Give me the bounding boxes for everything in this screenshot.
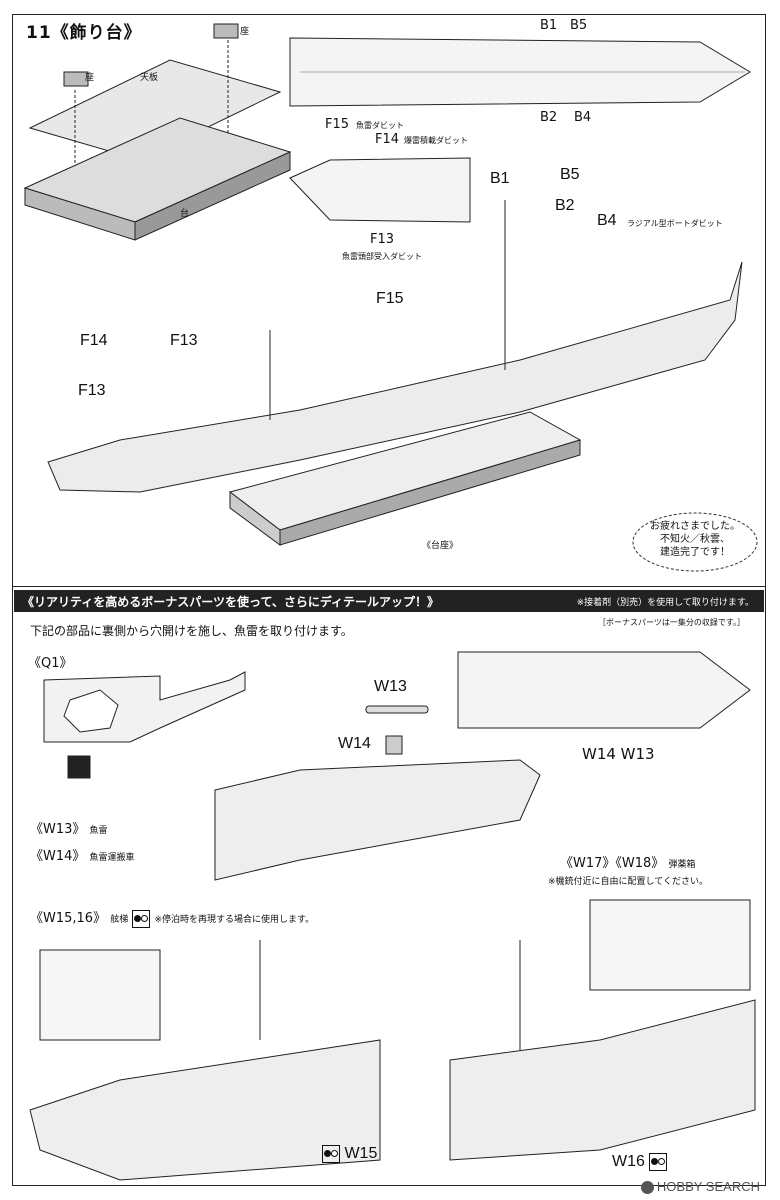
ship-plan-stern xyxy=(289,157,471,223)
w13-desc: 魚雷 xyxy=(89,826,108,836)
drill-symbol xyxy=(67,755,91,779)
w17-18-title-text: 《W17》《W18》 xyxy=(560,856,665,871)
both-sides-symbol xyxy=(132,909,151,928)
label-f14-side: F14 xyxy=(80,332,108,349)
seat-left xyxy=(63,71,89,87)
seat-label: 座 xyxy=(85,73,95,83)
watermark-text: HOBBY SEARCH xyxy=(656,1178,760,1194)
label-b1-side: B1 xyxy=(490,170,510,187)
label-f15-desc: 魚雷ダビット xyxy=(356,121,404,130)
q1-title: 《Q1》 xyxy=(28,656,73,671)
both-sides-symbol-w16 xyxy=(649,1153,668,1171)
label-b4-desc: ラジアル型ボートダビット xyxy=(627,219,723,228)
w13-title: 《W13》 魚雷 xyxy=(30,818,108,837)
w16-label: W16 xyxy=(612,1153,668,1171)
w14-title: 《W14》 魚雷運搬車 xyxy=(30,845,135,864)
pedestal-label: 《台座》 xyxy=(422,541,459,551)
bubble-line-2: 不知火／秋雲、 xyxy=(660,534,730,545)
label-b2-side: B2 xyxy=(555,197,575,214)
base-label: 台 xyxy=(180,209,190,219)
bonus-banner: 《リアリティを高めるボーナスパーツを使って、さらにディテールアップ！》 ※接着剤… xyxy=(14,590,764,612)
torpedo-carriage-part xyxy=(385,735,403,755)
page-frame xyxy=(12,14,766,1186)
label-f15: F15 xyxy=(325,117,350,132)
w14-title-text: 《W14》 xyxy=(30,849,86,864)
label-b5-side: B5 xyxy=(560,166,580,183)
top-plate-label: 天板 xyxy=(140,73,159,83)
w17-18-title: 《W17》《W18》 弾薬箱 xyxy=(560,852,695,871)
ladder-left-ship xyxy=(29,1039,381,1181)
ladder-right-ship xyxy=(449,999,756,1161)
bonus-plan-view xyxy=(457,651,751,729)
w14-label: W14 xyxy=(338,735,371,752)
label-f13-side: F13 xyxy=(170,332,198,349)
seat-right xyxy=(213,23,239,39)
bonus-banner-note: ※接着剤（別売）を使用して取り付けます。 xyxy=(576,598,754,608)
ladder-left-detail xyxy=(39,949,161,1041)
w14-desc: 魚雷運搬車 xyxy=(89,853,135,863)
w15-label-text: W15 xyxy=(344,1145,378,1163)
label-f15-side: F15 xyxy=(376,290,404,307)
w15-16-title: 《W15,16》 舷梯 ※停泊時を再現する場合に使用します。 xyxy=(30,907,314,928)
label-b4-side: B4 xyxy=(597,212,617,229)
bubble-line-3: 建造完了です！ xyxy=(660,547,730,558)
label-b4: B4 xyxy=(574,110,592,125)
stand-top-plate xyxy=(28,59,282,161)
w15-16-desc: 舷梯 xyxy=(110,915,129,925)
completion-bubble: お疲れさまでした。 不知火／秋雲、 建造完了です！ xyxy=(630,510,760,574)
watermark-logo-icon xyxy=(640,1181,654,1194)
ladder-right-detail xyxy=(589,899,751,991)
w17-18-note: ※機銃付近に自由に配置してください。 xyxy=(548,877,709,887)
torpedo-part xyxy=(365,705,429,714)
label-b2: B2 xyxy=(540,110,558,125)
bonus-sub-note: ［ボーナスパーツは一集分の収録です。］ xyxy=(598,618,746,627)
section-divider xyxy=(12,586,766,587)
label-f14-desc: 爆雷積載ダビット xyxy=(404,136,468,145)
step-title: 11《飾り台》 xyxy=(26,23,142,43)
w15-16-title-text: 《W15,16》 xyxy=(30,911,107,926)
w15-16-note: ※停泊時を再現する場合に使用します。 xyxy=(154,915,315,925)
seat-label-2: 座 xyxy=(240,27,250,37)
label-b1: B1 xyxy=(540,18,558,33)
label-f13-desc: 魚雷頭部受入ダビット xyxy=(342,252,422,261)
both-sides-symbol-w15 xyxy=(322,1145,340,1163)
w13-label: W13 xyxy=(374,678,407,695)
label-b5: B5 xyxy=(570,18,588,33)
label-f13-side-2: F13 xyxy=(78,382,106,399)
watermark: HOBBY SEARCH xyxy=(640,1178,760,1194)
bonus-banner-title: 《リアリティを高めるボーナスパーツを使って、さらにディテールアップ！》 xyxy=(22,595,440,609)
label-f13: F13 xyxy=(370,232,395,247)
w13-title-text: 《W13》 xyxy=(30,822,86,837)
w14-w13-label: W14 W13 xyxy=(582,745,655,763)
bonus-instruction: 下記の部品に裏側から穴開けを施し、魚雷を取り付けます。 xyxy=(30,624,353,638)
w16-label-text: W16 xyxy=(612,1153,645,1171)
bubble-line-1: お疲れさまでした。 xyxy=(650,521,740,532)
label-f14: F14 xyxy=(375,132,400,147)
w15-label: W15 xyxy=(322,1145,377,1163)
w17-18-desc: 弾薬箱 xyxy=(668,860,696,870)
ship-main-side xyxy=(47,261,743,493)
bonus-closeup-ship xyxy=(214,759,541,881)
